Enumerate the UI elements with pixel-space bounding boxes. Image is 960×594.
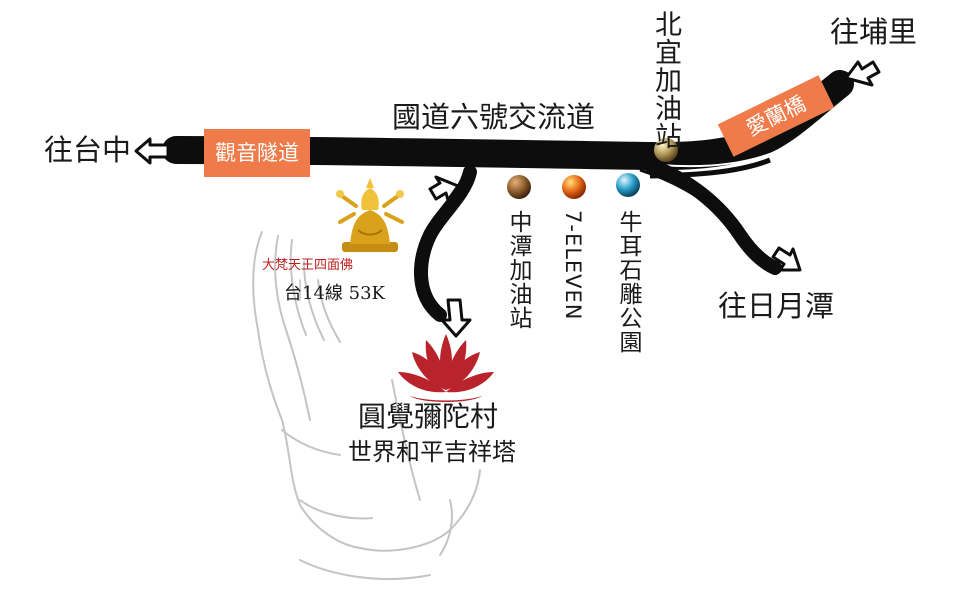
statue-caption: 大梵天王四面佛	[262, 258, 354, 273]
direction-puli: 往埔里	[830, 15, 918, 49]
direction-taichung: 往台中	[44, 133, 132, 167]
lotus-icon	[398, 334, 494, 402]
destination-subtitle: 世界和平吉祥塔	[348, 438, 516, 466]
highway-label: 國道六號交流道	[392, 100, 596, 134]
landmark-label-zhongtan: 中潭加油站	[505, 210, 531, 330]
landmark-marker-beiyi	[654, 138, 678, 162]
landmark-label-niuer: 牛耳石雕公園	[615, 210, 641, 354]
road-to-village	[414, 165, 477, 322]
landmark-marker-7eleven	[562, 175, 586, 199]
landmark-marker-niuer	[616, 173, 640, 197]
arrow-northeast-exit-icon	[428, 175, 460, 202]
arrow-west-icon	[134, 137, 170, 165]
landmark-label-7eleven: 7-ELEVEN	[561, 210, 585, 321]
tunnel-badge: 觀音隧道	[204, 129, 310, 177]
four-faced-buddha-statue	[336, 178, 404, 252]
landmark-label-beiyi: 北宜加油站	[650, 10, 681, 150]
route-marker: 台14線 53K	[284, 283, 385, 304]
arrow-southeast-icon	[771, 246, 802, 272]
direction-sun-moon-lake: 往日月潭	[718, 289, 835, 323]
destination-name: 圓覺彌陀村	[358, 400, 499, 433]
praying-hands-sketch	[252, 231, 481, 580]
arrow-northeast-icon	[844, 60, 881, 87]
landmark-marker-zhongtan	[507, 175, 531, 199]
arrow-south-icon	[440, 298, 472, 338]
